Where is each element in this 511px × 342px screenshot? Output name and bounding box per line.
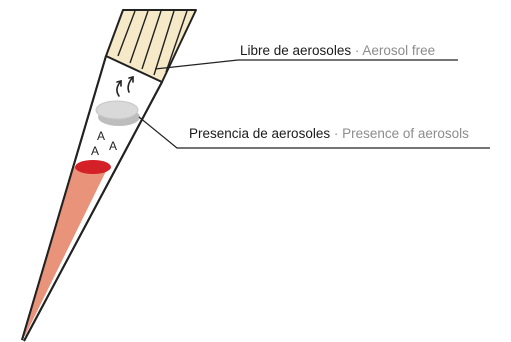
airflow-arrows-icon	[116, 75, 134, 97]
pipette-filter-body	[105, 9, 197, 83]
callout-line-aerosol-free	[154, 59, 458, 70]
label-english: Presence of aerosols	[342, 126, 469, 141]
aerosol-barrier	[95, 100, 140, 126]
liquid-column	[21, 55, 163, 342]
aerosol-letter: A	[91, 144, 99, 158]
callout-label-aerosol-presence: Presencia de aerosoles · Presence of aer…	[189, 126, 469, 141]
aerosol-letter: A	[97, 129, 105, 143]
aerosol-letter: A	[109, 139, 117, 153]
callout-label-aerosol-free: Libre de aerosoles · Aerosol free	[240, 43, 435, 58]
liquid-surface	[75, 160, 111, 174]
label-separator: ·	[330, 126, 342, 141]
callout-line-aerosol-presence	[138, 116, 490, 149]
label-spanish: Presencia de aerosoles	[189, 126, 330, 141]
label-separator: ·	[351, 43, 362, 58]
label-english: Aerosol free	[362, 43, 435, 58]
label-spanish: Libre de aerosoles	[240, 43, 351, 58]
